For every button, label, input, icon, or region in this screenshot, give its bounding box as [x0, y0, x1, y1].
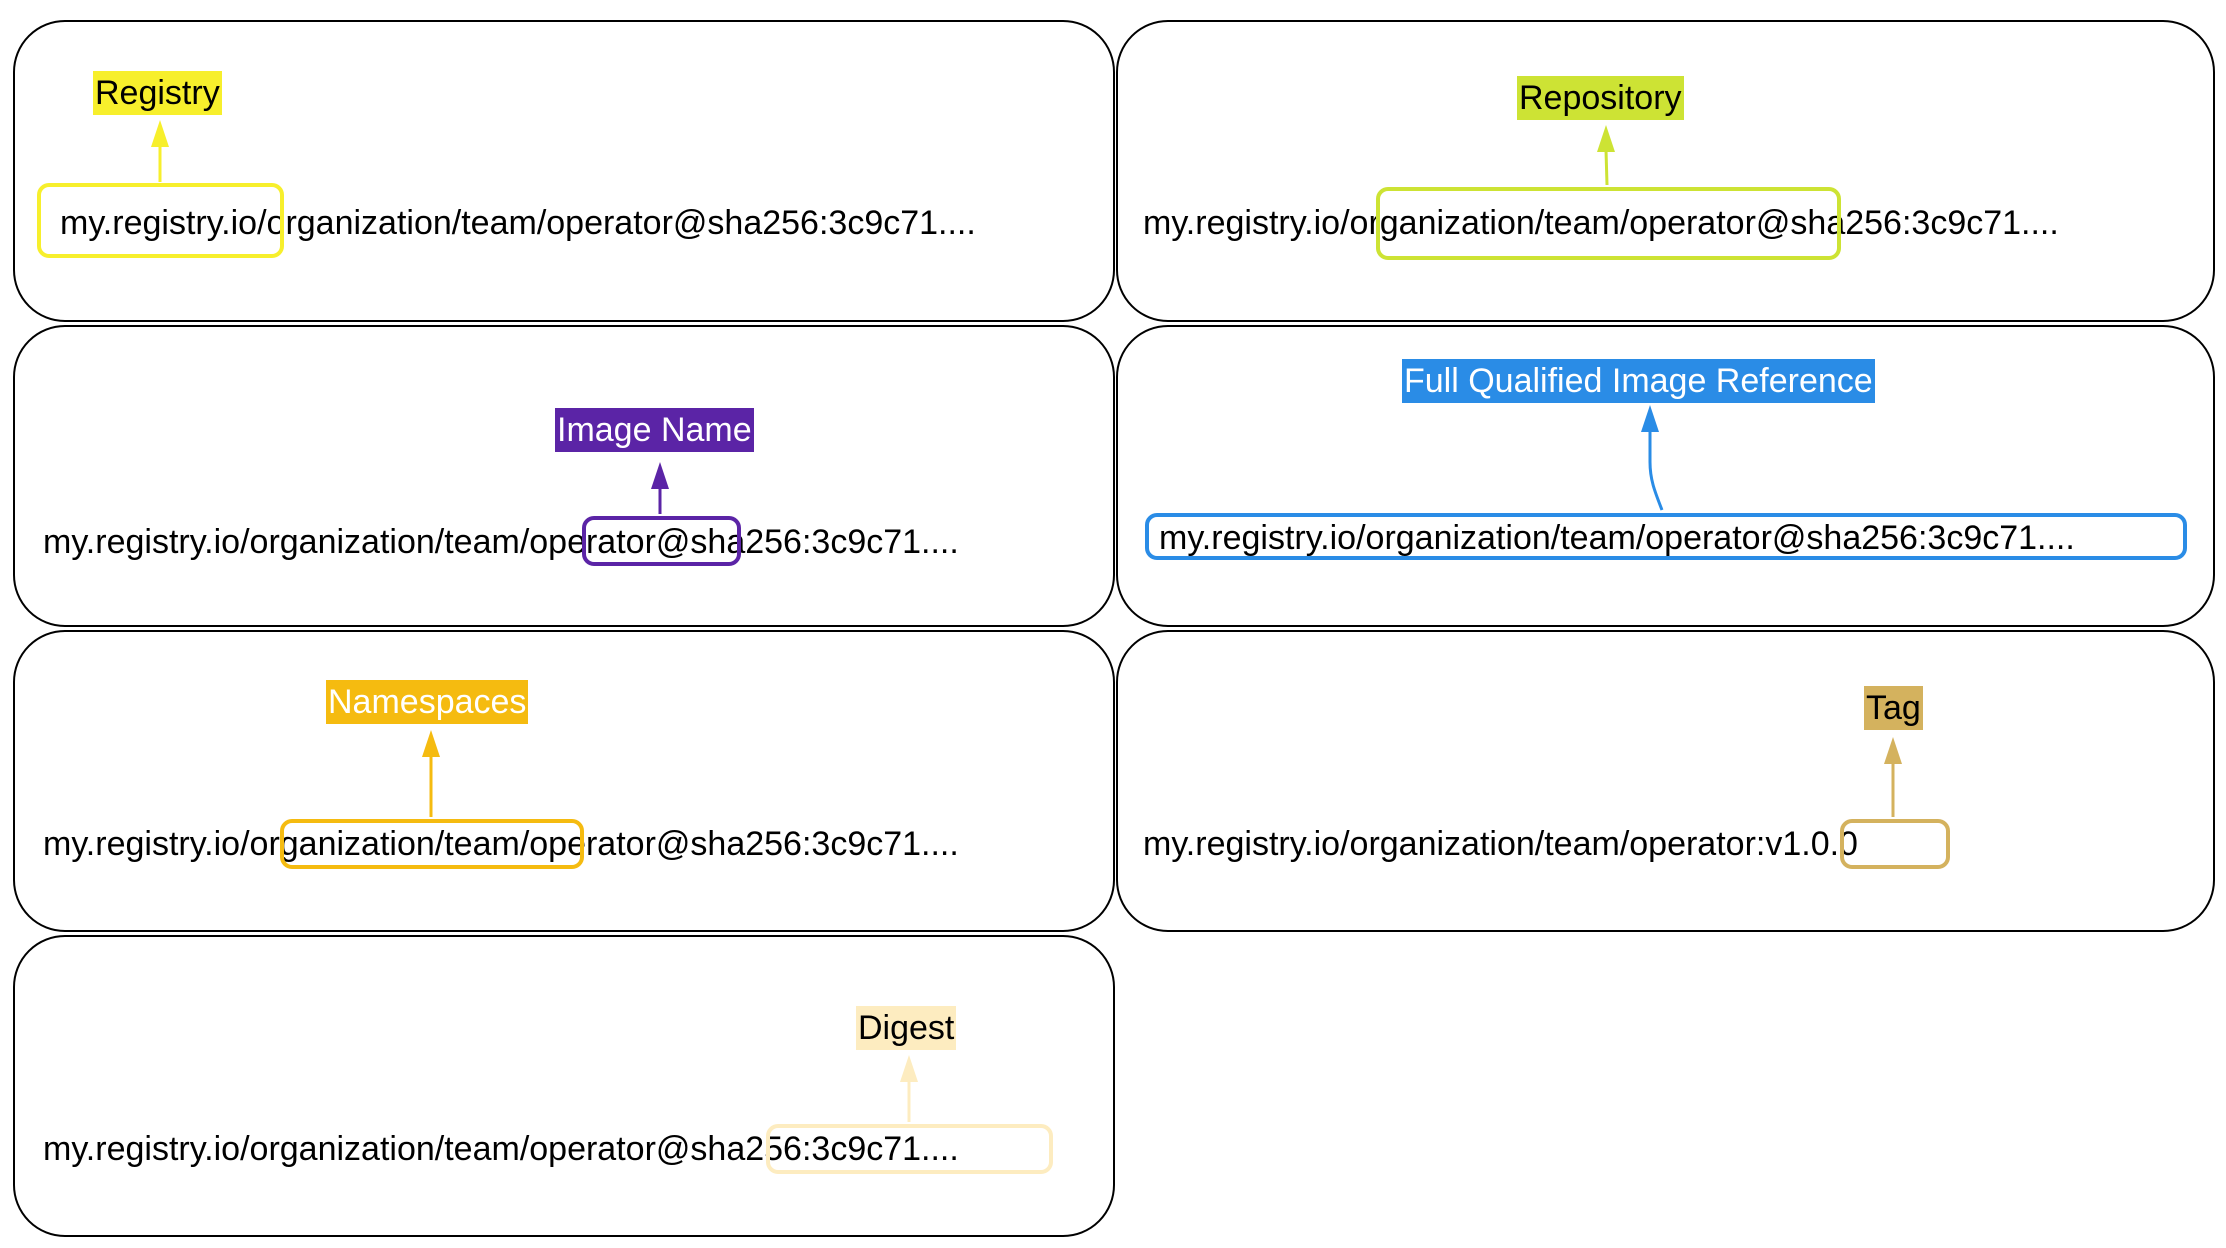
highlight-registry	[37, 183, 284, 258]
highlight-full-reference	[1145, 513, 2187, 560]
panel-tag	[1116, 630, 2215, 932]
highlight-image-name	[582, 516, 741, 566]
label-image-name: Image Name	[555, 408, 754, 452]
label-tag: Tag	[1864, 686, 1923, 730]
highlight-tag	[1840, 819, 1950, 869]
reference-text-registry: my.registry.io/organization/team/operato…	[60, 204, 976, 242]
reference-text-tag: my.registry.io/organization/team/operato…	[1143, 825, 1858, 863]
panel-image-name	[13, 325, 1115, 627]
panel-registry	[13, 20, 1115, 322]
highlight-namespaces	[280, 819, 584, 869]
label-registry: Registry	[93, 71, 222, 115]
reference-text-full-reference: my.registry.io/organization/team/operato…	[1159, 519, 2075, 557]
label-full-reference: Full Qualified Image Reference	[1402, 359, 1875, 403]
panel-digest	[13, 935, 1115, 1237]
panel-repository	[1116, 20, 2215, 322]
reference-text-repository: my.registry.io/organization/team/operato…	[1143, 204, 2059, 242]
highlight-repository	[1376, 187, 1841, 260]
reference-text-namespaces: my.registry.io/organization/team/operato…	[43, 825, 959, 863]
label-digest: Digest	[856, 1006, 957, 1050]
reference-text-digest: my.registry.io/organization/team/operato…	[43, 1130, 959, 1168]
label-repository: Repository	[1517, 76, 1684, 120]
panel-namespaces	[13, 630, 1115, 932]
label-namespaces: Namespaces	[326, 680, 529, 724]
highlight-digest	[766, 1124, 1053, 1174]
reference-text-image-name: my.registry.io/organization/team/operato…	[43, 523, 959, 561]
